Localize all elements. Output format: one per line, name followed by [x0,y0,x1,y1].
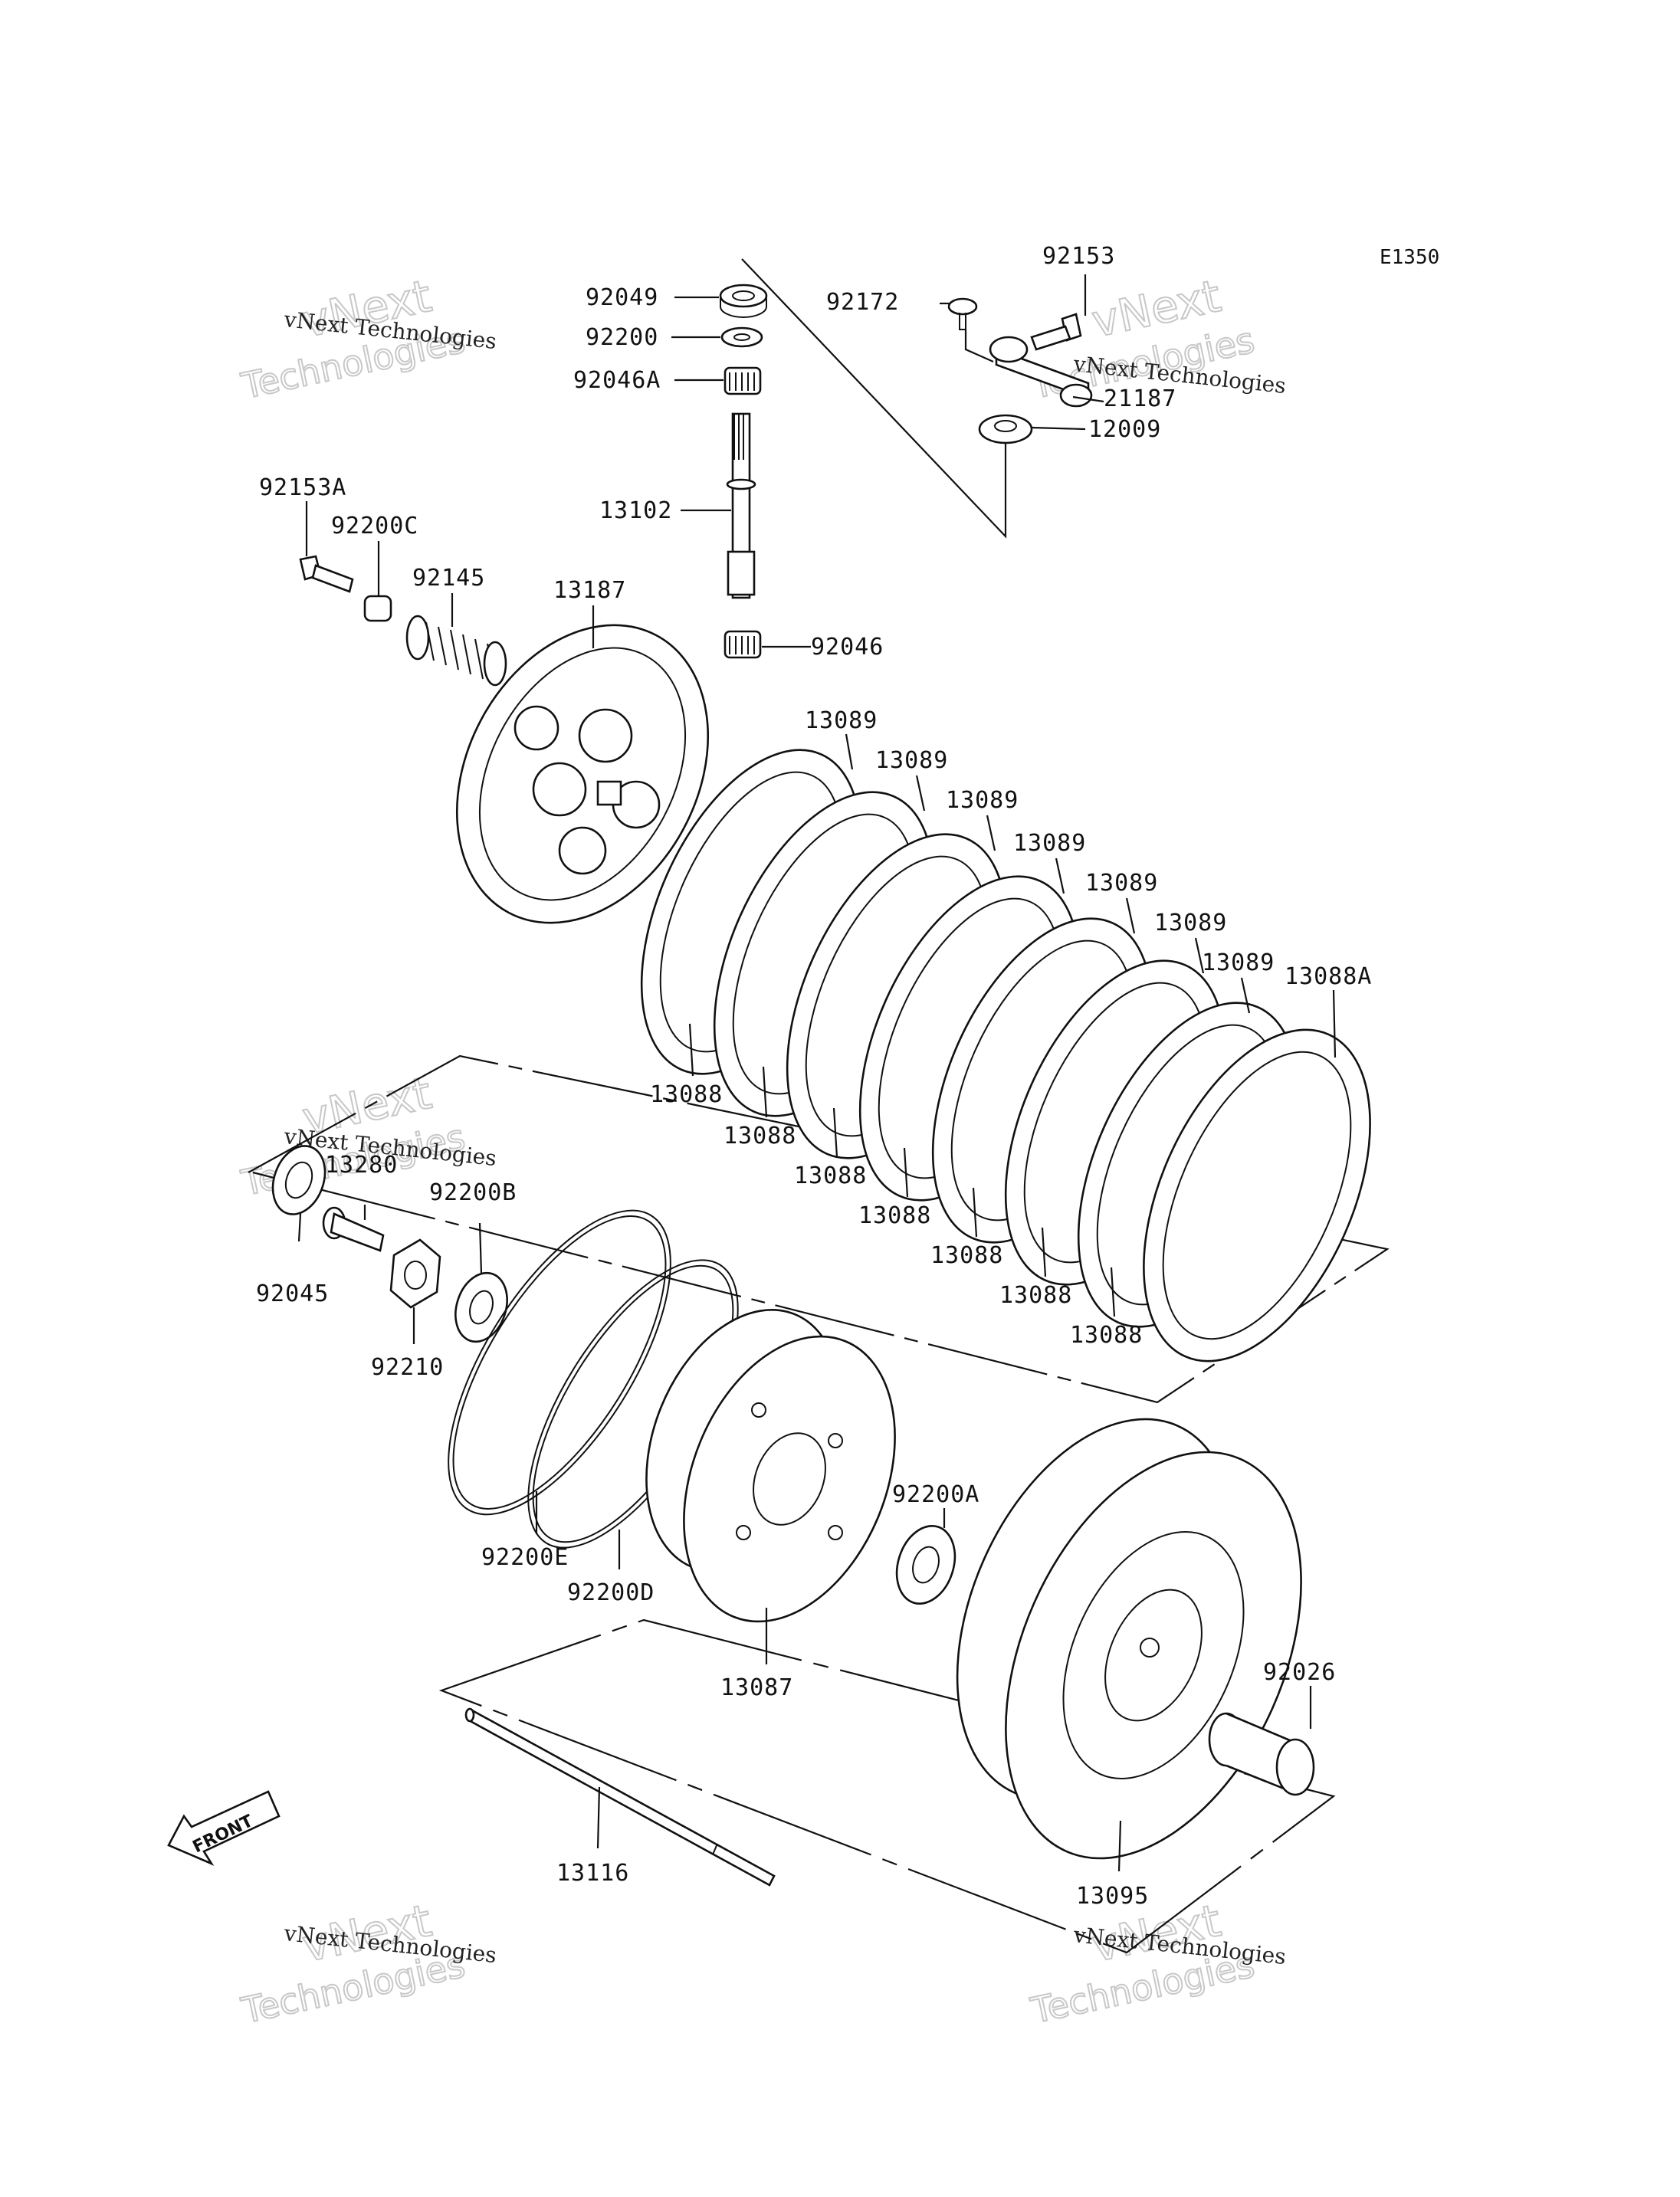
part-label: 92046A [573,367,661,394]
part-label: 92172 [826,289,899,316]
washer-12009 [978,414,1033,444]
plates-bracket [248,1054,1390,1404]
part-label: 13280 [325,1152,398,1179]
part-label: 13187 [553,577,626,604]
part-label: 92200B [429,1179,517,1206]
part-label: 92026 [1263,1659,1336,1686]
diagram-code: E1350 [1380,246,1439,269]
needle-bearing-92046A [724,366,762,395]
release-shaft-bracket [741,258,1007,539]
part-label: 13116 [556,1860,629,1887]
push-rod-13116 [464,1707,776,1887]
part-label: 92200C [331,513,418,539]
part-label: 13102 [599,497,672,524]
part-label: 13088 [650,1081,723,1108]
part-label: 13088 [999,1282,1072,1309]
part-label: 13089 [1085,870,1158,897]
part-label: 92153 [1042,243,1115,270]
bolt-92153A [299,555,354,593]
nut-92210 [389,1238,441,1309]
clutch-plate-stack [640,749,1371,1362]
part-label: 13089 [1013,830,1086,857]
part-label: 12009 [1088,416,1161,443]
front-direction-arrow: FRONT [167,1790,281,1866]
watermark-bottom-right: vNext Technologies vNext Technologies [1026,1894,1287,2032]
part-label: 92200A [892,1481,979,1508]
washer-92200B [454,1271,508,1343]
leader-lines [297,274,1337,1872]
part-label: 92200D [567,1579,655,1606]
part-label: 13089 [946,787,1019,814]
part-label: 13087 [720,1674,793,1701]
part-label: 21187 [1104,385,1176,412]
screw-92172 [947,297,978,330]
watermark-bottom-left: vNext Technologies vNext Technologies [237,1894,497,2032]
clutch-housing-13095 [956,1418,1302,1860]
bottom-bracket [438,1618,1336,1954]
part-label: 13088 [930,1242,1003,1269]
washer-92200C [363,595,392,622]
part-label: 13089 [1202,949,1275,976]
part-label: 13089 [805,707,878,734]
pusher-13280 [322,1206,385,1252]
part-label: 92046 [811,634,884,661]
part-label: 13088 [724,1123,796,1149]
bolt-92153 [1030,313,1082,351]
part-label: 13088A [1285,963,1372,990]
part-label: 92045 [256,1280,329,1307]
part-label: 92200 [586,324,658,351]
oil-seal-92049 [719,284,768,318]
part-label: 13089 [875,747,948,774]
washer-92200 [720,326,763,348]
part-label: 92200E [481,1544,569,1571]
part-label: 92153A [259,474,346,501]
sleeve-92026 [1208,1712,1315,1796]
bearing-92045 [271,1145,326,1215]
clutch-hub-13087 [645,1309,896,1623]
watermark-top-left: vNext Technologies vNext Technologies [237,269,497,408]
part-label: 92210 [371,1354,444,1381]
needle-bearing-92046 [724,630,762,659]
pressure-plate-13187 [455,624,710,924]
ring-92200E [448,1209,671,1516]
part-label: 92145 [412,565,485,592]
spring-92145 [405,615,507,687]
part-label: 92049 [586,284,658,311]
washer-92200A [895,1525,956,1605]
part-label: 13088 [794,1162,867,1189]
lever-21187 [989,336,1093,408]
part-label: 13088 [1070,1322,1143,1349]
part-labels: 92049 92200 92046A 13102 92046 92172 921… [256,243,1372,1910]
part-label: 13089 [1154,910,1227,936]
part-label: 13088 [858,1202,931,1229]
release-shaft-13102 [726,412,756,599]
part-label: 13095 [1076,1883,1149,1910]
